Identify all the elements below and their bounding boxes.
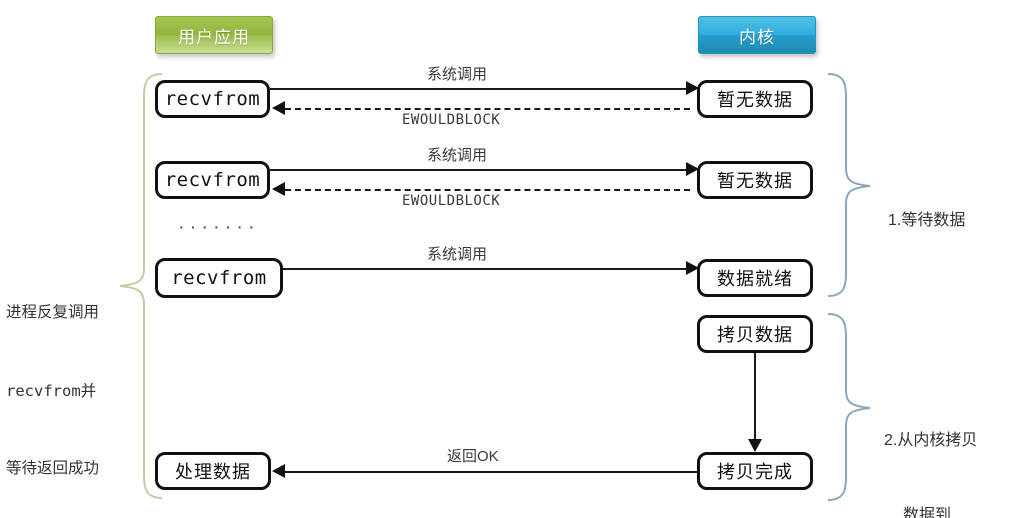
edge-syscall-1-line — [270, 88, 688, 90]
edge-return-ok-arrowhead — [272, 464, 285, 478]
header-kernel: 内核 — [698, 16, 816, 54]
edge-ewouldblock-2-line — [285, 189, 690, 191]
header-user-application: 用户应用 — [155, 16, 273, 54]
right-brace-wait-data — [827, 73, 871, 297]
node-process-data: 处理数据 — [155, 452, 271, 490]
edge-syscall-2-line — [270, 169, 688, 171]
edge-syscall-2-arrowhead — [686, 162, 699, 176]
edge-syscall-3-line — [283, 268, 688, 270]
node-recvfrom-3: recvfrom — [155, 258, 283, 298]
edge-label-syscall-2: 系统调用 — [423, 144, 492, 165]
node-recvfrom-2: recvfrom — [155, 161, 270, 199]
annotation-wait-data: 1.等待数据 — [888, 158, 965, 283]
node-data-ready: 数据就绪 — [697, 259, 813, 297]
edge-syscall-1-arrowhead — [686, 81, 699, 95]
annotation-copy-to-user: 2.从内核拷贝 数据到 用户空间 — [884, 378, 977, 518]
ellipsis-repeat: ······· — [178, 216, 260, 238]
annotation-left-loop: 进程反复调用 recvfrom并 等待返回成功 标示（循环） — [6, 248, 99, 518]
edge-return-ok-line — [285, 471, 697, 473]
node-no-data-1: 暂无数据 — [697, 80, 813, 118]
edge-ewouldblock-1-line — [285, 108, 690, 110]
edge-label-ewouldblock-1: EWOULDBLOCK — [398, 112, 505, 128]
annotation-copy-line-2: 数据到 — [903, 507, 952, 518]
annotation-copy-line-1: 2.从内核拷贝 — [884, 432, 978, 449]
edge-label-return-ok: 返回OK — [443, 445, 503, 466]
annotation-left-line-1: 进程反复调用 — [6, 304, 100, 321]
node-copy-done: 拷贝完成 — [697, 452, 813, 490]
annotation-left-line-2: recvfrom并 — [6, 382, 97, 400]
node-recvfrom-1: recvfrom — [155, 80, 270, 118]
edge-copy-flow-arrowhead — [748, 439, 762, 452]
annotation-wait-data-text: 1.等待数据 — [888, 212, 966, 229]
edge-label-syscall-3: 系统调用 — [423, 243, 492, 264]
node-copy-data: 拷贝数据 — [697, 315, 813, 353]
left-brace — [119, 73, 163, 499]
edge-label-ewouldblock-2: EWOULDBLOCK — [398, 193, 505, 209]
right-brace-copy-data — [827, 313, 871, 501]
edge-label-syscall-1: 系统调用 — [423, 63, 492, 84]
edge-ewouldblock-2-arrowhead — [272, 182, 285, 196]
node-no-data-2: 暂无数据 — [697, 161, 813, 199]
edge-ewouldblock-1-arrowhead — [272, 101, 285, 115]
edge-syscall-3-arrowhead — [686, 261, 699, 275]
annotation-left-line-3: 等待返回成功 — [6, 460, 100, 477]
edge-copy-flow-line — [754, 353, 756, 441]
